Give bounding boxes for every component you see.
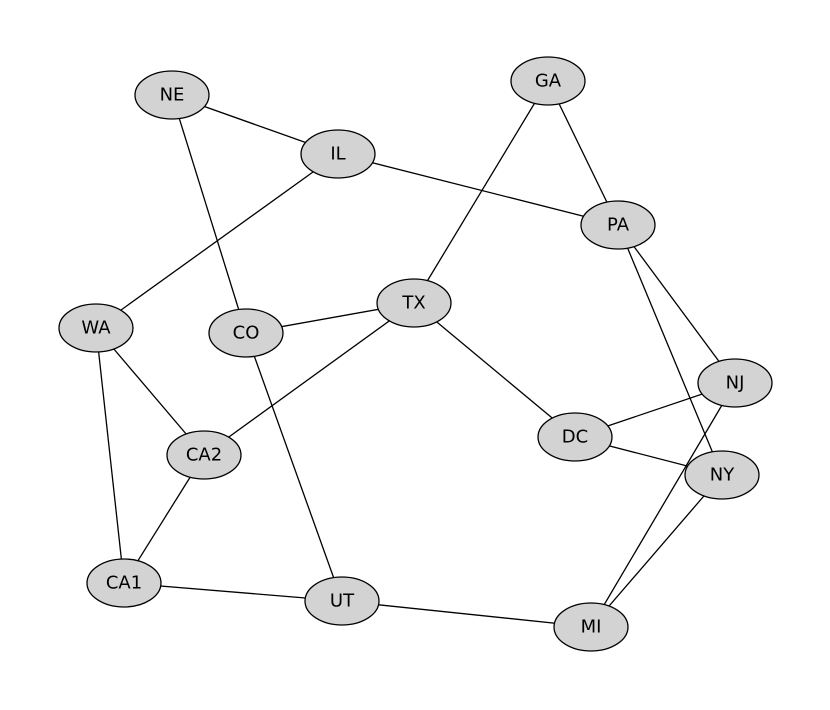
node-ca2: CA2 [166,430,242,480]
edge-il-pa [337,153,619,226]
node-shape-ca1 [86,558,162,608]
node-ne: NE [134,70,210,120]
node-il: IL [300,129,376,179]
edge-pa-ny [617,224,723,476]
edge-tx-ca2 [203,302,415,456]
edge-ga-tx [413,80,549,304]
node-ut: UT [304,576,380,626]
node-label-dc: DC [562,427,588,448]
node-shape-wa [58,303,134,353]
node-shape-ut [304,576,380,626]
edge-wa-ca1 [95,327,125,584]
edge-layer [95,80,736,628]
node-wa: WA [58,303,134,353]
node-label-co: CO [233,323,260,344]
edge-ga-pa [547,80,619,226]
node-label-il: IL [330,144,345,165]
node-label-ne: NE [160,85,185,106]
node-label-ca2: CA2 [186,445,222,466]
node-ga: GA [510,56,586,106]
node-shape-co [208,308,284,358]
node-dc: DC [537,412,613,462]
edge-co-ut [245,332,343,602]
node-label-ca1: CA1 [106,573,142,594]
node-pa: PA [580,200,656,250]
edge-tx-dc [413,302,576,438]
node-nj: NJ [697,358,773,408]
node-label-mi: MI [581,617,602,638]
node-label-tx: TX [401,293,425,314]
node-shape-ne [134,70,210,120]
edge-il-wa [95,153,339,329]
node-label-pa: PA [607,215,630,236]
node-shape-tx [376,278,452,328]
node-shape-ca2 [166,430,242,480]
node-label-ut: UT [330,591,355,612]
node-tx: TX [376,278,452,328]
node-label-wa: WA [81,318,111,339]
node-label-ny: NY [710,465,735,486]
node-label-ga: GA [535,71,562,92]
edge-ut-mi [341,600,592,628]
node-shape-nj [697,358,773,408]
node-label-nj: NJ [726,373,745,394]
node-shape-mi [553,602,629,652]
edge-ne-co [171,94,247,334]
edge-nj-mi [590,382,736,628]
node-ca1: CA1 [86,558,162,608]
node-shape-ga [510,56,586,106]
edge-pa-nj [617,224,736,384]
node-ny: NY [684,450,760,500]
node-mi: MI [553,602,629,652]
node-shape-ny [684,450,760,500]
node-shape-pa [580,200,656,250]
node-co: CO [208,308,284,358]
node-shape-il [300,129,376,179]
edge-ny-mi [590,474,723,628]
node-shape-dc [537,412,613,462]
